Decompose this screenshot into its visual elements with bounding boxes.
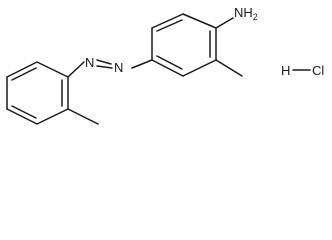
ring-bond [36, 108, 69, 125]
left-benzene-ring [6, 61, 69, 125]
amine-symbol: NH [234, 5, 253, 20]
ring-bond [6, 108, 38, 125]
amine-bond [215, 17, 234, 29]
azo-nitrogen-1: N [114, 60, 123, 75]
methyl-bond-right [215, 59, 243, 77]
hcl-chlorine: Cl [312, 63, 324, 78]
chemical-structure: NH2 N N H Cl [6, 5, 324, 125]
ring-bond [36, 61, 69, 78]
ring-bond [182, 13, 217, 29]
ring-bond [11, 67, 37, 81]
methyl-bond-left [67, 108, 99, 125]
structure-canvas: NH2 N N H Cl [6, 5, 324, 125]
ring-bond [151, 59, 184, 77]
azo-to-ring-bond [67, 61, 85, 78]
ring-bond [11, 105, 37, 119]
hcl-hydrogen: H [281, 63, 290, 78]
amine-subscript: 2 [253, 12, 258, 22]
azo-double-bond [96, 59, 112, 65]
ring-bond [151, 13, 184, 29]
ring-bond [156, 55, 183, 70]
ring-bond [182, 59, 217, 77]
ring-bond [156, 19, 183, 32]
right-benzene-ring [151, 13, 217, 77]
amine-label: NH2 [234, 5, 258, 22]
ring-to-azo-bond [131, 59, 153, 69]
azo-double-bond [96, 65, 113, 69]
azo-nitrogen-2: N [85, 55, 94, 70]
ring-bond [6, 61, 38, 78]
